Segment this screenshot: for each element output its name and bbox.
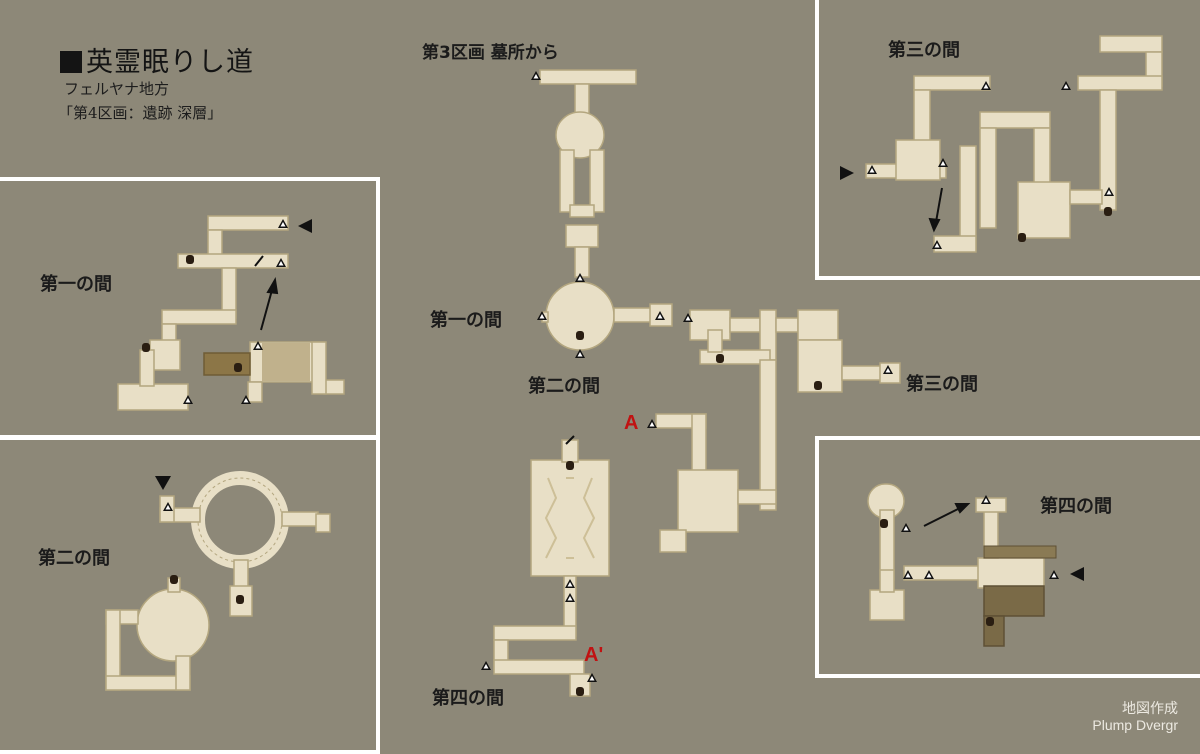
inset-room1 (0, 177, 380, 439)
map-title: 英霊眠りし道 (60, 40, 254, 79)
inset2-map (105, 471, 331, 691)
hall-pattern (544, 477, 596, 559)
main-room4-label: 第四の間 (432, 688, 504, 709)
inset1-label: 第一の間 (40, 274, 112, 295)
door-icons (142, 207, 1112, 696)
pointer-triangle-icons (155, 166, 1084, 581)
inset4-label: 第四の間 (1040, 496, 1112, 517)
entrance-label: 第3区画 墓所から (422, 43, 559, 63)
inset1-map (117, 215, 345, 411)
main-room3-label: 第三の間 (906, 374, 978, 395)
inset3-map (865, 35, 1163, 253)
warp-a-label: A (624, 412, 639, 434)
inset2-label: 第二の間 (38, 548, 110, 569)
credit-line2: Plump Dvergr (1092, 717, 1178, 733)
credit-line1: 地図作成 (1122, 700, 1178, 716)
title-square-icon (60, 51, 82, 73)
main-room1-label: 第一の間 (430, 310, 502, 331)
map-area: 「第4区画：遺跡 深層」 (58, 104, 223, 122)
warp-a-prime-label: A' (584, 644, 604, 666)
arrow-icons (260, 187, 971, 527)
map-region: フェルヤナ地方 (64, 80, 170, 98)
inset3-label: 第三の間 (888, 40, 960, 61)
main-corridors (493, 69, 901, 697)
main-room2-label: 第二の間 (528, 376, 600, 397)
lever-icon (254, 255, 575, 445)
inset4-map (867, 483, 1057, 647)
inset1-dark-room (203, 352, 251, 376)
